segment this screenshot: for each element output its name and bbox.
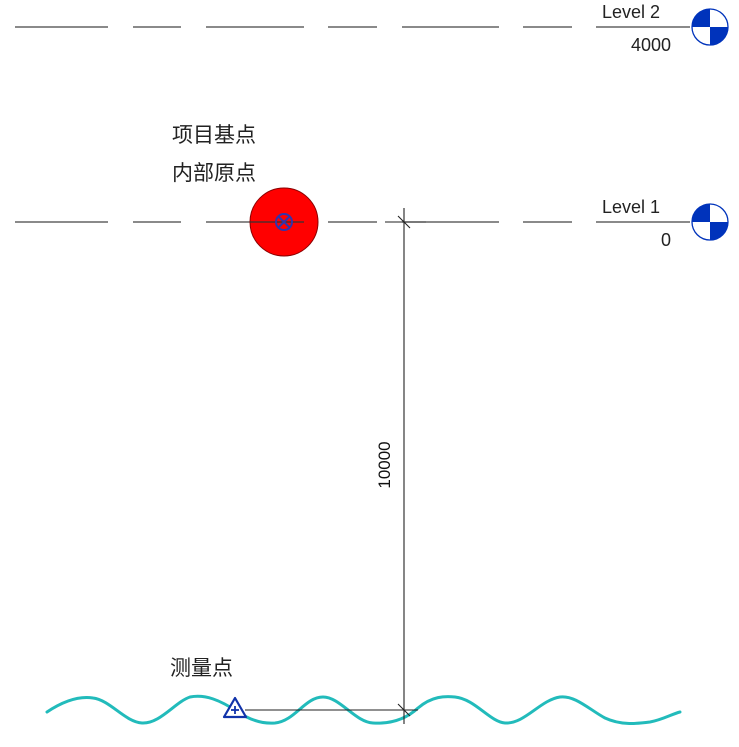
dimension-line[interactable] bbox=[245, 208, 426, 724]
project-base-point-label: 项目基点 bbox=[172, 123, 256, 147]
level-1-elevation[interactable]: 0 bbox=[660, 230, 671, 250]
level-2-elevation[interactable]: 4000 bbox=[630, 35, 671, 55]
level-1-name[interactable]: Level 1 bbox=[602, 197, 661, 217]
topography-line[interactable] bbox=[45, 694, 682, 725]
survey-point-icon[interactable] bbox=[222, 696, 248, 719]
internal-origin-label: 内部原点 bbox=[172, 161, 256, 185]
survey-point-label: 测量点 bbox=[170, 656, 233, 680]
level-2-name[interactable]: Level 2 bbox=[602, 2, 661, 22]
level-1-head-icon[interactable] bbox=[691, 203, 729, 241]
level-2-head-icon[interactable] bbox=[691, 8, 729, 46]
dimension-value[interactable]: 10000 bbox=[375, 441, 394, 489]
internal-origin-icon[interactable] bbox=[275, 213, 293, 231]
